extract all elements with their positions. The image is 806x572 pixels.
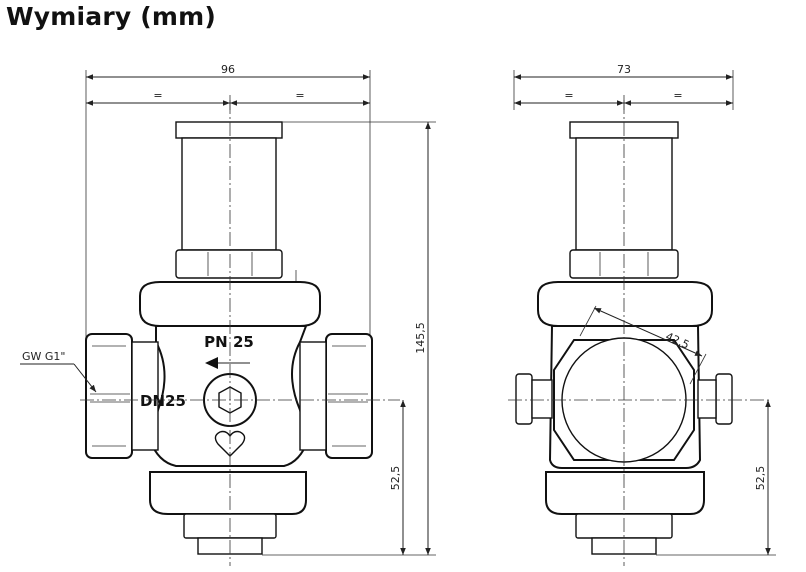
side-filter-bowl <box>545 471 705 515</box>
front-half-right-mark: = <box>295 89 304 102</box>
side-axis-height-dimension: 52,5 <box>754 466 767 491</box>
connection-thread-label: GW G1" <box>22 350 65 363</box>
front-right-connection <box>325 333 373 459</box>
side-half-left-mark: = <box>564 89 573 102</box>
side-view: 73 = = 42,5 <box>508 63 776 566</box>
page-title: Wymiary (mm) <box>6 2 217 31</box>
pressure-rating-label: PN 25 <box>204 333 254 351</box>
side-half-right-mark: = <box>673 89 682 102</box>
front-axis-height-dimension: 52,5 <box>389 466 402 491</box>
side-left-port <box>515 373 533 425</box>
front-view: 96 = = <box>20 63 436 566</box>
front-filter-bowl <box>149 471 307 515</box>
side-width-dimension: 73 <box>617 63 631 76</box>
front-height-dimension: 145,5 <box>414 322 427 354</box>
nominal-size-label: DN25 <box>140 392 186 410</box>
front-cap-top <box>175 121 283 139</box>
side-right-port <box>715 373 733 425</box>
front-left-connection <box>85 333 133 459</box>
flow-direction-icon <box>205 357 218 369</box>
front-width-dimension: 96 <box>221 63 235 76</box>
front-hex-nut <box>175 249 283 279</box>
front-spring-housing <box>181 137 277 251</box>
side-hex-dimension-line <box>593 307 703 357</box>
front-half-left-mark: = <box>153 89 162 102</box>
side-bonnet <box>537 281 713 327</box>
